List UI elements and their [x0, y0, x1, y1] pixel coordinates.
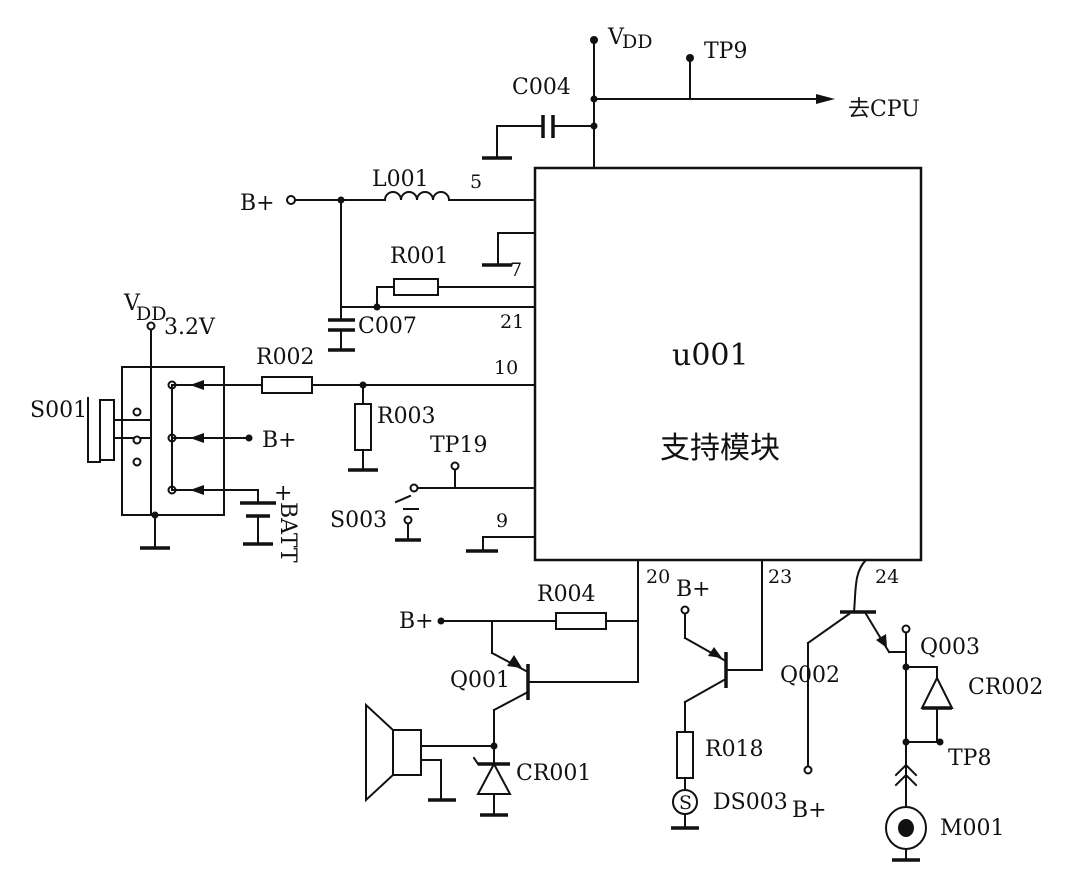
vdd-top-sub-label: DD — [622, 31, 652, 53]
pin5-label: 5 — [470, 171, 482, 193]
u001-module-box — [533, 166, 923, 562]
vdd-3v2-label: 3.2V — [164, 315, 216, 340]
s001-switch-block — [87, 329, 263, 550]
l001-label: L001 — [372, 167, 429, 192]
tp19-label: TP19 — [430, 433, 487, 458]
u001-label: u001 — [672, 338, 749, 373]
b-plus-q002-label: B+ — [676, 577, 711, 602]
b-plus-q001-label: B+ — [399, 609, 434, 634]
tp19-s003-net — [394, 461, 536, 553]
q001-speaker-net — [365, 559, 639, 817]
r001-label: R001 — [390, 244, 449, 269]
b-plus-bottom-label: B+ — [792, 798, 827, 823]
c004-capacitor — [482, 115, 595, 160]
batt-cell — [240, 489, 276, 546]
b-plus-switch-label: B+ — [262, 428, 297, 453]
to-cpu-label: 去CPU — [848, 97, 920, 122]
batt-plus-label: + — [274, 481, 292, 506]
tp9-label: TP9 — [704, 39, 747, 64]
c004-label: C004 — [512, 75, 571, 100]
q001-label: Q001 — [450, 668, 510, 693]
pin23-label: 23 — [768, 566, 792, 588]
pin9-label: 9 — [496, 510, 508, 532]
vdd-left-sub-label: DD — [136, 303, 166, 325]
support-module-label: 支持模块 — [660, 431, 780, 466]
lamp-s-label: S — [679, 792, 692, 814]
batt-label: BATT — [275, 502, 300, 563]
pin21-label: 21 — [500, 311, 524, 333]
l001-inductor — [286, 191, 536, 205]
m001-label: M001 — [940, 816, 1005, 841]
r002-label: R002 — [256, 345, 315, 370]
b-plus-l001-label: B+ — [240, 191, 275, 216]
pin20-label: 20 — [646, 566, 670, 588]
pin10-label: 10 — [494, 357, 518, 379]
motor-drive-net — [803, 558, 954, 862]
vdd-left-label: V — [123, 291, 141, 316]
r002-r003-net — [261, 376, 536, 472]
pin7-label: 7 — [510, 259, 522, 281]
tp8-label: TP8 — [948, 746, 991, 771]
r018-label: R018 — [705, 737, 764, 762]
vdd-top-net — [590, 36, 835, 169]
pin7-ground — [482, 232, 536, 267]
cr002-label: CR002 — [968, 675, 1043, 700]
r001-c007-net — [328, 199, 536, 352]
q003-label: Q003 — [920, 635, 980, 660]
r004-label: R004 — [537, 582, 596, 607]
s003-label: S003 — [330, 508, 387, 533]
ds003-label: DS003 — [713, 790, 788, 815]
vdd-left-terminal — [146, 321, 156, 331]
q002-label: Q002 — [780, 663, 840, 688]
s001-label: S001 — [30, 398, 87, 423]
cr001-label: CR001 — [516, 761, 591, 786]
pin24-label: 24 — [875, 566, 899, 588]
vdd-top-label: V — [607, 25, 625, 50]
c007-label: C007 — [358, 314, 417, 339]
r003-label: R003 — [377, 404, 436, 429]
ds003-lamp-net — [671, 559, 763, 830]
